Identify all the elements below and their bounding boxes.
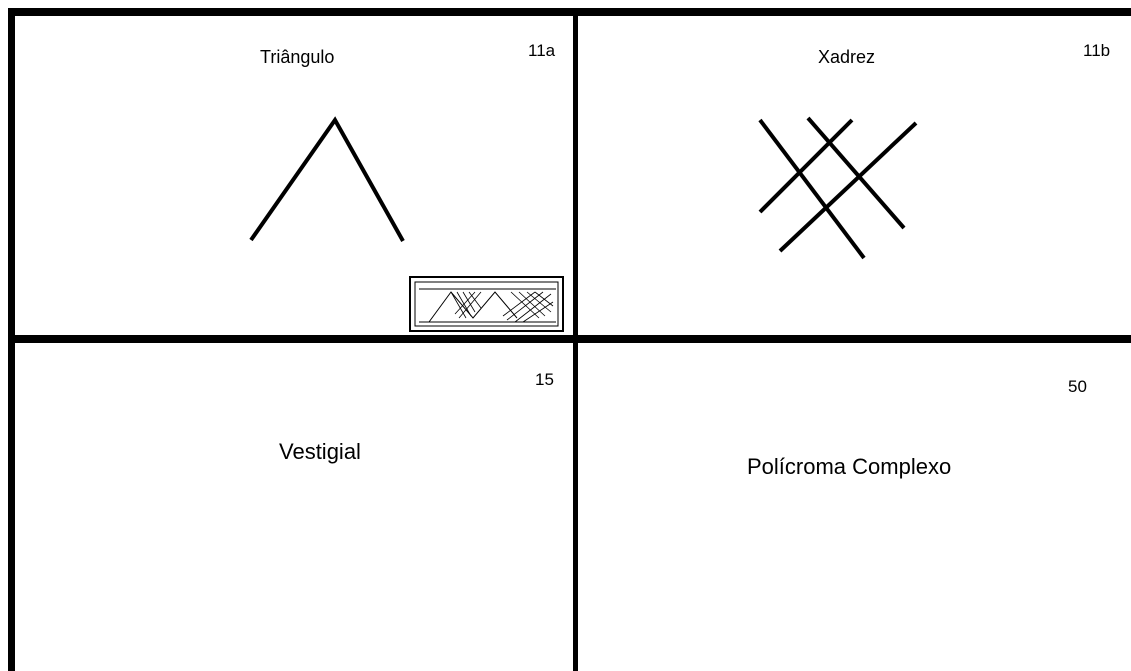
panel-11b: Xadrez 11b: [578, 16, 1131, 335]
panel-title: Vestigial: [279, 439, 361, 465]
reference-thumbnail: [409, 276, 564, 332]
crosshatch-motif: [578, 16, 1131, 335]
panel-11a: Triângulo 11a: [15, 16, 573, 335]
grid-border-top: [8, 8, 1131, 16]
panel-15: Vestigial 15: [15, 343, 573, 671]
panel-number: 50: [1068, 377, 1087, 397]
panel-number: 15: [535, 370, 554, 390]
thumbnail-pattern-icon: [411, 278, 562, 330]
panel-title: Polícroma Complexo: [747, 454, 951, 480]
panel-50: Polícroma Complexo 50: [578, 343, 1131, 671]
grid-divider-horizontal: [8, 335, 1131, 343]
